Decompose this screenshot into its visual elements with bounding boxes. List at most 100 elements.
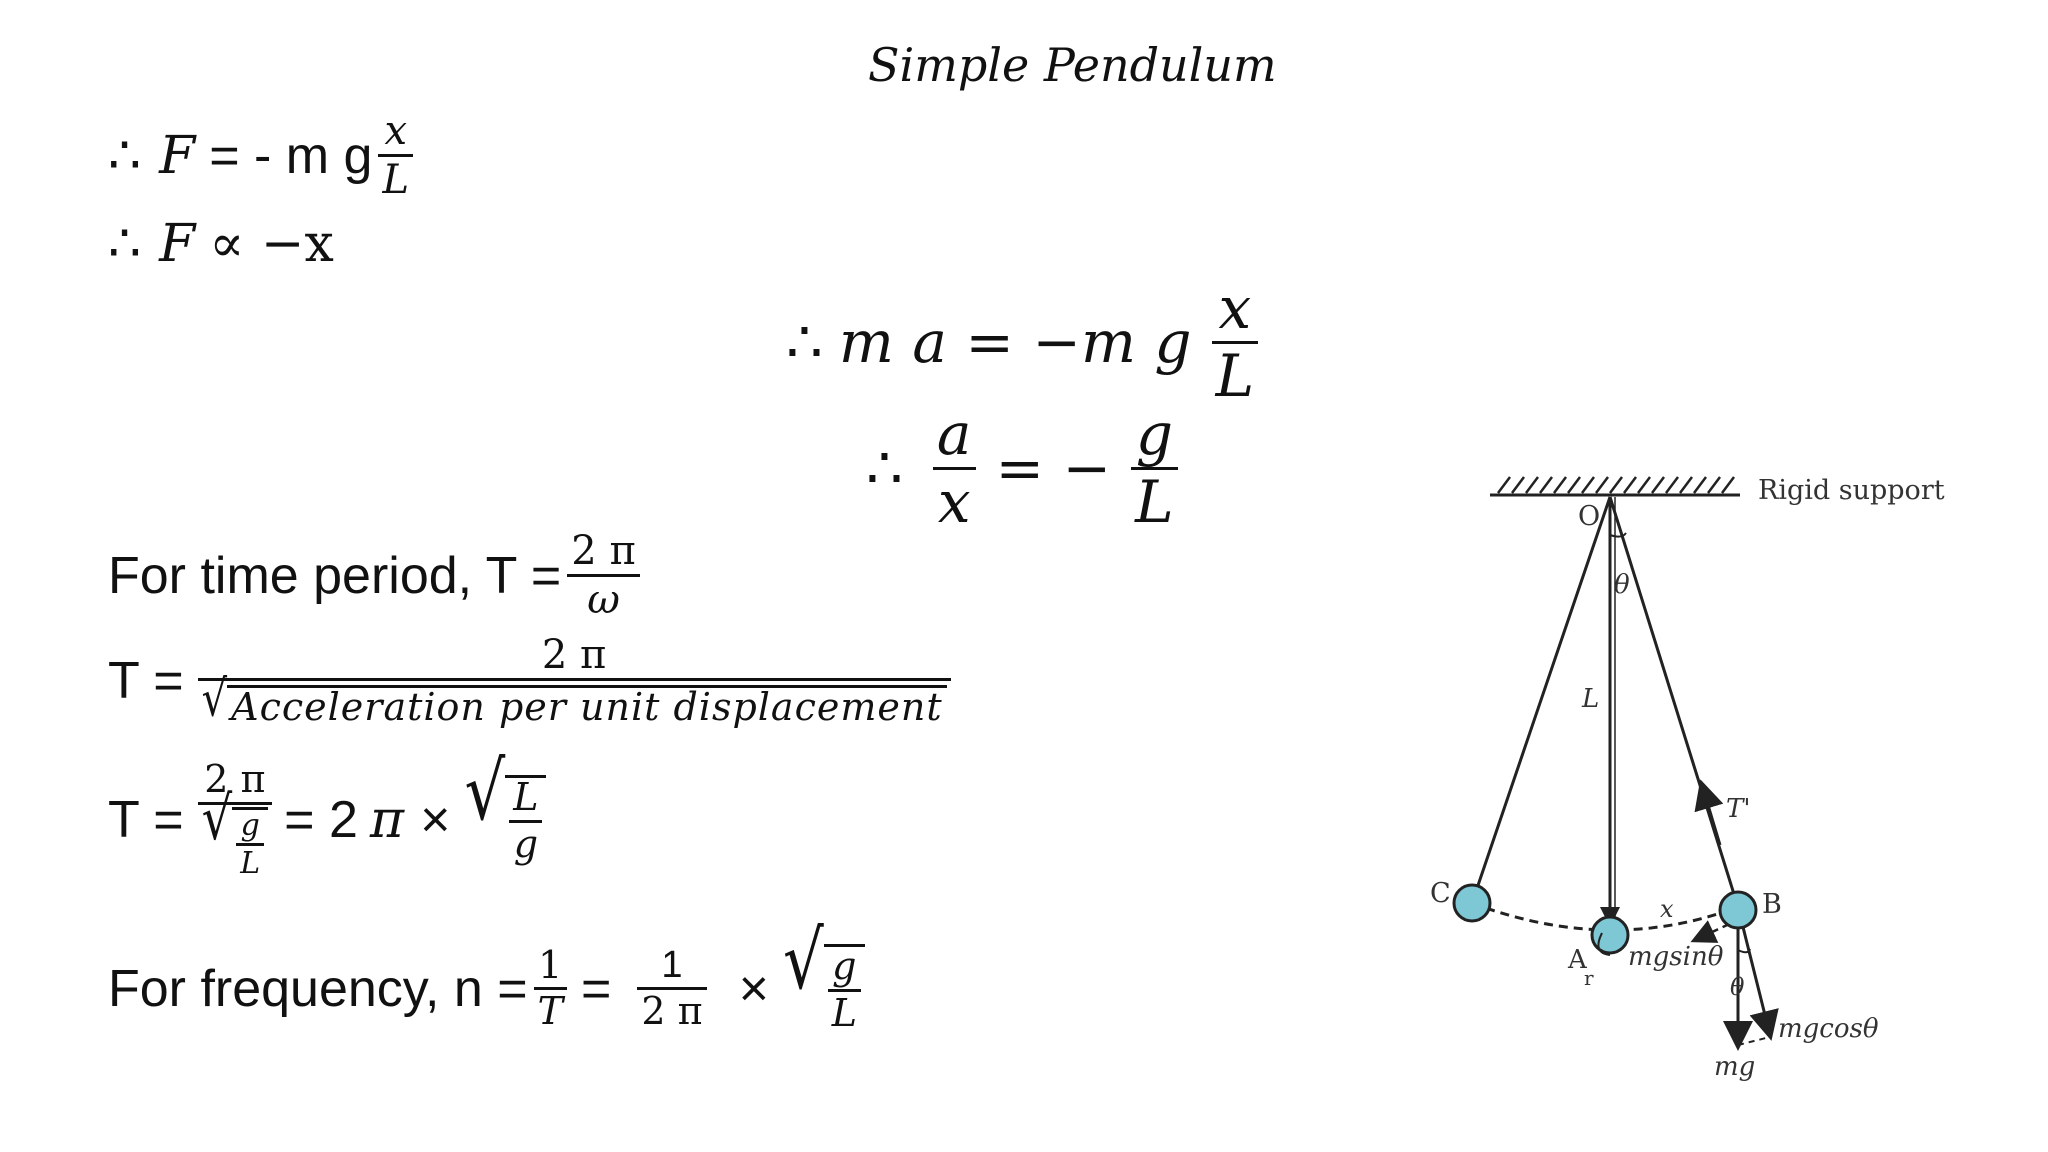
- square-root: √ Acceleration per unit displacement: [202, 674, 947, 728]
- equation-label: For frequency, n =: [108, 959, 528, 1018]
- equation-label: T =: [108, 790, 184, 849]
- square-root: √ g L: [202, 789, 269, 882]
- equation-period-pendulum: T = 2 π √ g L = 2 π × √ L: [108, 753, 547, 882]
- rigid-support: [1490, 476, 1740, 497]
- fraction-l-over-g: L g: [509, 775, 543, 865]
- numerator: 1: [538, 942, 563, 987]
- label-b: B: [1762, 889, 1782, 920]
- fraction-bar: [236, 843, 265, 847]
- label-length: L: [1581, 684, 1599, 714]
- numerator: L: [513, 775, 539, 820]
- fraction-bar: [533, 987, 567, 991]
- equation-time-period: For time period, T = 2 π ω: [108, 530, 646, 621]
- fraction-2pi-over-omega: 2 π ω: [567, 528, 640, 623]
- fraction-g-over-l: g L: [827, 944, 861, 1035]
- label-x: x: [1660, 895, 1674, 923]
- proportional-expression: ∝ −x: [209, 214, 334, 274]
- numerator: 1: [661, 943, 683, 986]
- equation-newton: ∴ m a = −m g x L: [786, 278, 1264, 407]
- times-symbol: ×: [738, 959, 769, 1018]
- fraction-a-over-x: a x: [932, 400, 976, 536]
- fraction-x-over-l: x L: [1211, 274, 1259, 410]
- radicand: Acceleration per unit displacement: [227, 684, 947, 728]
- fraction-bar: [567, 574, 640, 577]
- force-symbol: F: [159, 214, 196, 274]
- denominator: √ g L: [198, 789, 273, 882]
- therefore-symbol: ∴: [866, 434, 903, 503]
- denominator: T: [537, 989, 563, 1034]
- label-mg: mg: [1714, 1052, 1755, 1082]
- therefore-symbol: ∴: [108, 215, 142, 273]
- square-root: √ g L: [783, 922, 865, 1035]
- denominator: L: [1215, 341, 1255, 410]
- fraction-bar: [827, 988, 861, 992]
- bob-b: [1718, 890, 1758, 930]
- string-right: [1608, 496, 1740, 908]
- equation-middle: = - m g: [209, 126, 373, 185]
- label-mgcos: mgcosθ: [1778, 1014, 1879, 1044]
- numerator: 2 π: [541, 632, 607, 678]
- equation-middle: = −: [995, 434, 1112, 503]
- fraction-1-over-t: 1 T: [533, 942, 567, 1034]
- numerator: x: [384, 108, 408, 154]
- equation-label: For time period, T =: [108, 546, 562, 605]
- string-left: [1470, 496, 1612, 904]
- square-root: √ L g: [464, 753, 547, 865]
- label-theta-top: θ: [1614, 570, 1630, 600]
- equation-middle: = 2: [284, 790, 358, 849]
- equation-proportional: ∴ F ∝ −x: [108, 214, 334, 274]
- fraction-bar: [197, 801, 273, 805]
- times-symbol: ×: [420, 790, 451, 849]
- bob-a: [1590, 915, 1630, 955]
- denominator: x: [937, 467, 971, 536]
- fraction-bar: [1211, 340, 1259, 344]
- therefore-symbol: ∴: [108, 126, 142, 185]
- label-theta-bob: θ: [1730, 973, 1745, 1001]
- numerator: 2 π: [204, 757, 266, 801]
- numerator: 2 π: [571, 528, 636, 574]
- label-mgsin: mgsinθ: [1628, 942, 1724, 972]
- numerator: a: [936, 400, 972, 468]
- label-a: A: [1567, 945, 1588, 975]
- denominator: L: [382, 157, 410, 203]
- equation-accel-ratio: ∴ a x = − g L: [866, 404, 1184, 533]
- denominator: L: [831, 990, 857, 1035]
- fraction-bar: [932, 466, 976, 470]
- fraction-bar: [197, 678, 951, 681]
- fraction-x-over-l: x L: [378, 108, 414, 203]
- label-c: C: [1430, 878, 1451, 909]
- equation-frequency: For frequency, n = 1 T = 1 2 π × √ g L: [108, 922, 865, 1035]
- fraction-bar: [378, 154, 414, 157]
- equation-label: T =: [108, 651, 184, 710]
- label-o: O: [1578, 501, 1600, 532]
- fraction-bar: [637, 987, 707, 991]
- denominator: 2 π: [641, 989, 703, 1034]
- equation-force: ∴ F = - m g x L: [108, 110, 419, 201]
- tension-arrow: [1694, 779, 1724, 846]
- denominator: ω: [587, 577, 620, 623]
- numerator: g: [1135, 400, 1173, 468]
- fraction-2pi-over-sqrt-accel: 2 π √ Acceleration per unit displacement: [197, 632, 951, 728]
- numerator: x: [1218, 274, 1252, 342]
- slide-title: Simple Pendulum: [868, 38, 1277, 92]
- denominator: L: [240, 846, 261, 882]
- pendulum-diagram: Rigid support O θ L T' C B x A r mgsinθ …: [1430, 475, 1945, 1082]
- equals-symbol: =: [580, 959, 612, 1018]
- numerator: g: [832, 944, 857, 988]
- fraction-2pi-over-sqrt-g-l: 2 π √ g L: [197, 757, 273, 882]
- fraction-bar: [1131, 466, 1178, 470]
- equation-lhs: m a = −m g: [838, 308, 1192, 377]
- equation-period-general: T = 2 π √ Acceleration per unit displace…: [108, 634, 957, 728]
- label-tension: T': [1726, 794, 1751, 824]
- force-symbol: F: [159, 125, 196, 186]
- denominator: L: [1135, 467, 1174, 536]
- fraction-g-over-l: g L: [236, 807, 265, 882]
- pi-symbol: π: [369, 789, 405, 850]
- denominator: √ Acceleration per unit displacement: [198, 674, 951, 728]
- rigid-support-label: Rigid support: [1758, 475, 1945, 506]
- therefore-symbol: ∴: [786, 308, 823, 377]
- fraction-bar: [509, 819, 543, 823]
- fraction-g-over-l: g L: [1131, 404, 1178, 533]
- label-r: r: [1584, 966, 1594, 990]
- numerator: g: [240, 807, 260, 843]
